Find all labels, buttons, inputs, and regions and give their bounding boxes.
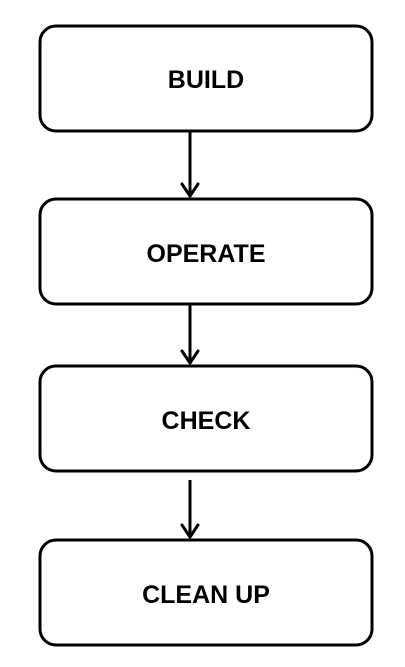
arrow-head	[180, 523, 200, 539]
step-clean-up: CLEAN UP	[38, 538, 374, 647]
arrow-head	[180, 182, 200, 198]
step-build-label: BUILD	[168, 66, 244, 94]
arrow-build-to-operate	[180, 131, 200, 198]
step-check-box	[38, 364, 374, 473]
step-check: CHECK	[38, 364, 374, 473]
step-operate-label: OPERATE	[147, 240, 266, 268]
step-operate-box	[38, 197, 374, 306]
step-clean-up-label: CLEAN UP	[142, 581, 270, 609]
step-build-box	[38, 24, 374, 133]
step-clean-up-box	[38, 538, 374, 647]
arrow-head	[180, 349, 200, 365]
step-build: BUILD	[38, 24, 374, 133]
arrow-operate-to-check	[180, 304, 200, 365]
arrow-check-to-cleanup	[180, 480, 200, 539]
step-check-label: CHECK	[162, 407, 251, 435]
step-operate: OPERATE	[38, 197, 374, 306]
